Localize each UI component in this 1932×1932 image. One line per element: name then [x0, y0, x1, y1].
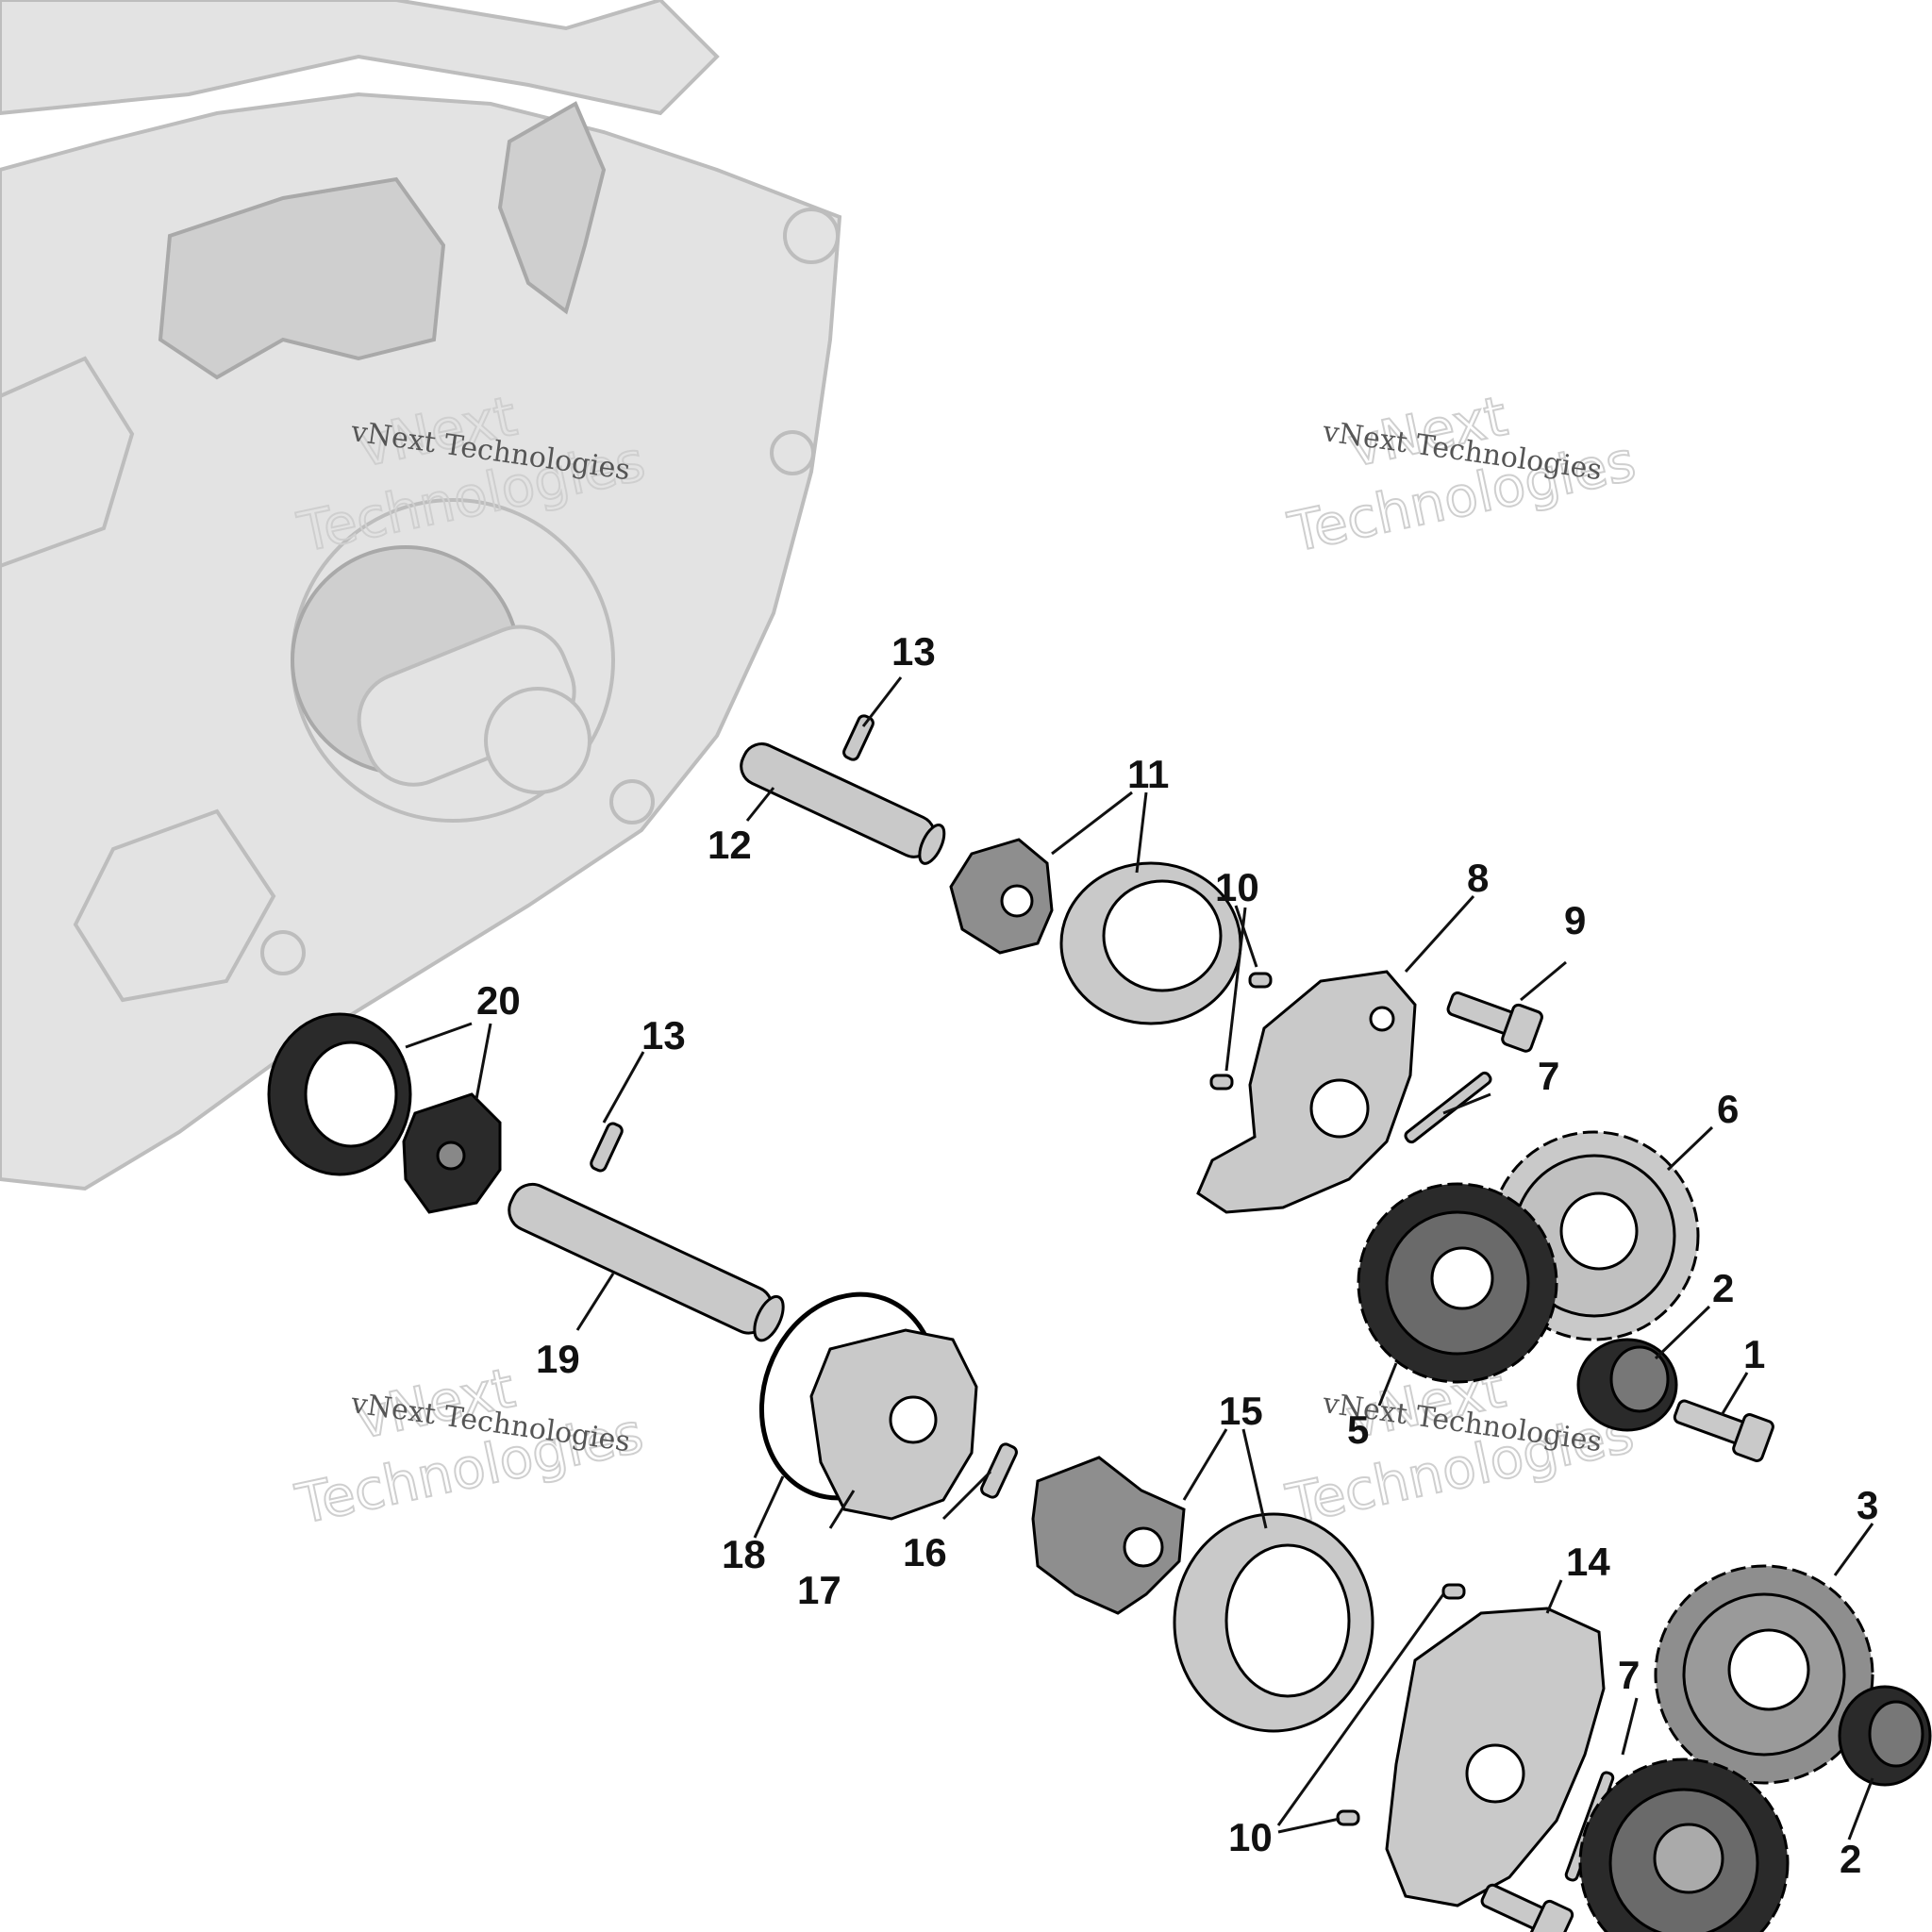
- callout-10-upper: 10: [1215, 865, 1259, 909]
- callout-6: 6: [1717, 1087, 1739, 1131]
- callout-10-lower: 10: [1228, 1815, 1273, 1859]
- callout-16: 16: [903, 1530, 947, 1574]
- dowel-10-lower-b: [1336, 1809, 1360, 1826]
- callout-14: 14: [1566, 1540, 1610, 1584]
- bolt-9: [1446, 991, 1543, 1053]
- callout-12: 12: [708, 823, 752, 867]
- dowel-pin-13-upper: [842, 714, 874, 761]
- leader-lines: [405, 676, 1874, 1840]
- callout-8: 8: [1467, 856, 1489, 900]
- gear-5: [1357, 1182, 1558, 1384]
- callout-11: 11: [1127, 752, 1169, 796]
- inner-rotor-15: [1031, 1456, 1186, 1615]
- dowel-10-upper-a: [1248, 972, 1273, 989]
- inner-rotor-15-bore: [1123, 1526, 1164, 1568]
- pin-16: [980, 1442, 1018, 1499]
- bolt-lower: [1480, 1883, 1574, 1932]
- callout-20: 20: [476, 978, 521, 1023]
- spacer-2-upper: [1576, 1338, 1678, 1432]
- callout-labels: 13 12 11 10 8 9 7 6 2 1 5 3 15 14 7 16 1…: [476, 629, 1878, 1881]
- callout-13-upper: 13: [891, 629, 936, 674]
- callout-7-upper: 7: [1538, 1054, 1559, 1098]
- outer-rotor-20: [267, 1012, 412, 1176]
- callout-3: 3: [1857, 1483, 1878, 1527]
- pump-cover-14: [1385, 1607, 1606, 1907]
- callout-15: 15: [1219, 1389, 1263, 1433]
- pump-cover-8: [1196, 970, 1417, 1214]
- shaft-12: [740, 742, 946, 865]
- callout-2-upper: 2: [1712, 1266, 1734, 1310]
- dowel-pin-13-lower: [590, 1122, 624, 1173]
- callout-13-lower: 13: [641, 1013, 686, 1058]
- outer-rotor-15: [1173, 1512, 1374, 1733]
- housing-17: [809, 1328, 978, 1521]
- inner-rotor-20-bore: [436, 1141, 466, 1171]
- callout-18: 18: [722, 1532, 766, 1576]
- shaft-19: [508, 1182, 785, 1342]
- engine-case-ghost: [0, 0, 842, 1191]
- callout-1: 1: [1743, 1332, 1765, 1376]
- pin-7-upper: [1404, 1071, 1492, 1144]
- bolt-1: [1673, 1399, 1774, 1462]
- dowel-10-lower-a: [1441, 1583, 1466, 1600]
- callout-2-lower: 2: [1840, 1837, 1861, 1881]
- gear-lower: [1578, 1757, 1790, 1932]
- callout-17: 17: [797, 1568, 841, 1612]
- outer-rotor-11: [1059, 861, 1242, 1025]
- callout-7-lower: 7: [1618, 1653, 1640, 1697]
- dowel-10-upper-b: [1209, 1074, 1234, 1091]
- callout-9: 9: [1564, 898, 1586, 942]
- callout-19: 19: [536, 1337, 580, 1381]
- gear-3: [1654, 1564, 1874, 1785]
- callout-5: 5: [1347, 1407, 1369, 1452]
- inner-rotor-11-bore: [1000, 884, 1034, 918]
- spacer-2-lower: [1838, 1685, 1932, 1787]
